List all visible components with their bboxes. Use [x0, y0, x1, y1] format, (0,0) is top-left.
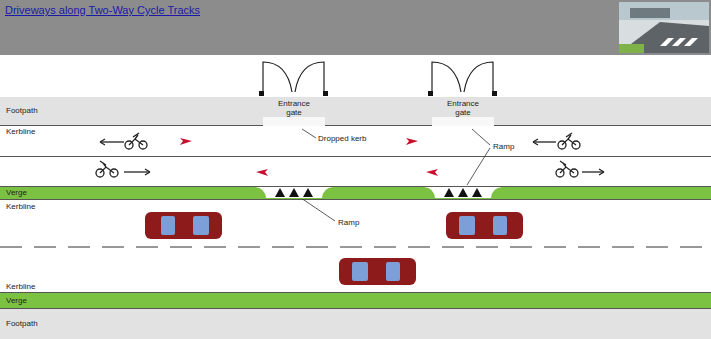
- entrance-gates: [259, 62, 497, 96]
- ramp-label: Ramp: [338, 218, 359, 227]
- ramp-label: Ramp: [493, 142, 514, 151]
- band-label: Verge: [6, 188, 27, 198]
- centre-line: [0, 246, 711, 248]
- header-bar: [0, 0, 711, 55]
- verge-band: Verge: [0, 293, 711, 308]
- footpath-band: Footpath: [0, 309, 711, 339]
- cars: [145, 212, 523, 285]
- kerbline-label: Kerbline: [6, 282, 35, 291]
- band-label: Footpath: [6, 106, 38, 116]
- band-label: Verge: [6, 296, 27, 306]
- band-label: Footpath: [6, 319, 38, 329]
- gate-label: Entrance gate: [444, 99, 482, 117]
- footpath-band: Footpath: [0, 97, 711, 125]
- title-link: Driveways along Two-Way Cycle Tracks: [5, 4, 200, 16]
- ramp-symbol: [424, 187, 502, 198]
- verge-band: Verge: [0, 187, 711, 199]
- leader-lines: [301, 129, 490, 221]
- kerbline-label: Kerbline: [6, 127, 35, 136]
- dropped-kerb-label: Dropped kerb: [318, 134, 366, 143]
- ramp-symbol: [255, 187, 333, 198]
- thumbnail-picture: [619, 2, 709, 53]
- cyclists: [96, 133, 604, 177]
- gate-label: Entrance gate: [275, 99, 313, 117]
- direction-markers: [180, 138, 438, 176]
- dropped-kerb: [263, 117, 325, 126]
- dropped-kerb: [432, 117, 494, 126]
- kerbline-label: Kerbline: [6, 202, 35, 211]
- kerb-lines: [0, 126, 711, 309]
